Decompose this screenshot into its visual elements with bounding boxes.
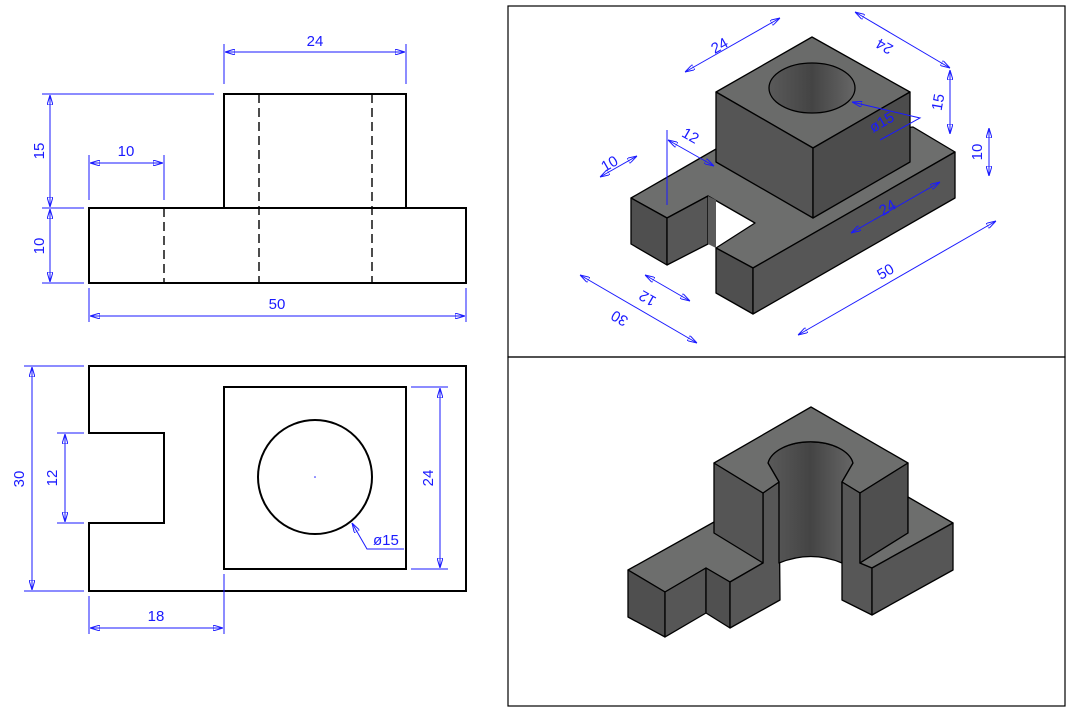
isometric-dimensions: 24 24 15 ø15 10 24 50 30 12 10 12 xyxy=(580,12,996,343)
dim-label: 50 xyxy=(874,261,897,284)
base-outline xyxy=(88,207,467,284)
dim-label: 24 xyxy=(708,35,731,58)
dim-label: 12 xyxy=(636,286,659,309)
dimension-total-width: 50 xyxy=(88,288,467,322)
block-right-face xyxy=(812,91,911,219)
dimension-base-height: 10 xyxy=(31,209,84,284)
dim-label: 24 xyxy=(307,33,324,50)
dimension-square: 24 xyxy=(411,386,448,570)
notch-inner-face xyxy=(708,196,716,248)
dimension-offset: 18 xyxy=(88,574,225,634)
dim-label: 30 xyxy=(608,306,631,329)
dimension-hole-diameter: ø15 xyxy=(352,523,404,550)
hole-interior xyxy=(767,441,854,564)
dim-label: 30 xyxy=(11,471,28,488)
dim-label: 10 xyxy=(31,238,48,255)
block-top-face xyxy=(713,406,909,494)
dimension-top-width: 24 xyxy=(223,33,407,84)
upper-block-outline xyxy=(223,93,407,209)
dim-label: 12 xyxy=(44,470,61,487)
dim-label: 50 xyxy=(269,296,286,313)
hole-opening xyxy=(768,62,856,114)
section-model xyxy=(627,406,954,638)
dim-label: 12 xyxy=(679,125,702,148)
upper-block-plan xyxy=(223,386,407,570)
section-view-panel xyxy=(507,356,1066,707)
hole-center-mark xyxy=(314,476,316,478)
dim-label: 15 xyxy=(31,143,48,160)
dim-label: 10 xyxy=(969,144,986,161)
front-view: 24 15 10 10 50 xyxy=(31,33,467,322)
dim-label: 10 xyxy=(598,153,621,176)
base-right-front-face xyxy=(871,522,954,616)
plan-outline xyxy=(88,365,467,592)
base-right-top-face xyxy=(859,496,954,569)
dimension-depth: 30 xyxy=(11,365,84,592)
dim-label: 24 xyxy=(420,470,437,487)
dim-label: 15 xyxy=(929,93,949,112)
dim-label: ø15 xyxy=(373,532,399,549)
hole-circle xyxy=(257,419,373,535)
dimension-top-height: 15 xyxy=(31,93,214,209)
dimension-notch: 12 xyxy=(44,432,84,524)
dim-label: 18 xyxy=(148,608,165,625)
top-view: 30 12 24 18 ø15 xyxy=(11,365,467,634)
dimension-notch-offset: 10 xyxy=(88,143,165,200)
dim-label: 24 xyxy=(873,34,896,57)
dim-label: 10 xyxy=(118,143,135,160)
dim-label: 24 xyxy=(876,197,899,220)
